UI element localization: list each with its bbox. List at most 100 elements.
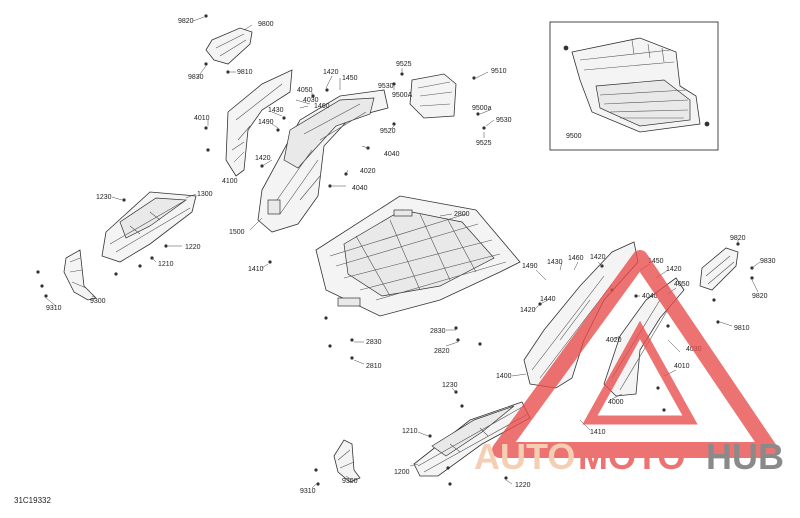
watermark-moto: MOTO xyxy=(578,436,685,477)
left-bracket-9300: 9310 9300 xyxy=(36,249,106,312)
callout-9300: 9300 xyxy=(342,478,358,485)
callout-2830: 2830 xyxy=(366,339,382,346)
callout-1230: 1230 xyxy=(442,382,458,389)
bolt-icon xyxy=(716,320,720,324)
watermark-auto: AUTO xyxy=(474,436,575,477)
bolt-icon xyxy=(392,82,396,86)
bolt-icon xyxy=(328,344,332,348)
bolt-icon xyxy=(350,356,354,360)
callout-9520: 9520 xyxy=(380,128,396,135)
callout-4050: 4050 xyxy=(674,281,690,288)
bracket-9300-body xyxy=(63,249,97,301)
callout-9525: 9525 xyxy=(476,140,492,147)
callout-1230: 1230 xyxy=(96,194,112,201)
callout-1420: 1420 xyxy=(666,266,682,273)
callout-1210: 1210 xyxy=(402,428,418,435)
bolt-icon xyxy=(472,76,476,80)
bolt-icon xyxy=(400,72,404,76)
bracket-9500a: 9525 9530 9500A 9510 9500a 9530 9525 952… xyxy=(378,61,512,147)
bracket-9500a-body xyxy=(409,73,457,119)
callout-1430: 1430 xyxy=(268,107,284,114)
callout-9310: 9310 xyxy=(300,488,316,495)
callout-4050: 4050 xyxy=(297,87,313,94)
callout-4000: 4000 xyxy=(608,399,624,406)
frame-gusset xyxy=(267,199,281,215)
callout-9830: 9830 xyxy=(188,74,204,81)
callout-4020: 4020 xyxy=(360,168,376,175)
callout-1220: 1220 xyxy=(185,244,201,251)
rocker-1200-top xyxy=(431,405,515,457)
callout-2820: 2820 xyxy=(434,348,450,355)
inset-panel-9500: 9500 xyxy=(549,21,719,151)
bolt-icon xyxy=(460,404,464,408)
callout-2810: 2810 xyxy=(366,363,382,370)
callout-1460: 1460 xyxy=(568,255,584,262)
callout-9820: 9820 xyxy=(752,293,768,300)
bolt-icon xyxy=(666,324,670,328)
callout-9525: 9525 xyxy=(396,61,412,68)
bolt-icon xyxy=(712,298,716,302)
bolt-icon xyxy=(328,184,332,188)
left-side-frame: 1420 1450 4050 4030 1460 1430 1490 4010 … xyxy=(194,69,400,273)
callout-4100: 4100 xyxy=(222,178,238,185)
callout-4010: 4010 xyxy=(194,115,210,122)
bolt-icon xyxy=(454,326,458,330)
bolt-icon xyxy=(138,264,142,268)
callout-9820: 9820 xyxy=(730,235,746,242)
callout-2830: 2830 xyxy=(430,328,446,335)
callout-1300: 1300 xyxy=(197,191,213,198)
bolt-icon xyxy=(40,284,44,288)
callout-9300: 9300 xyxy=(90,298,106,305)
callout-1420: 1420 xyxy=(255,155,271,162)
callout-1220: 1220 xyxy=(515,482,531,489)
callout-1420: 1420 xyxy=(590,254,606,261)
bolt-icon xyxy=(482,126,486,130)
callout-4020: 4020 xyxy=(606,337,622,344)
callout-1410: 1410 xyxy=(590,429,606,436)
frame-1500 xyxy=(257,89,389,233)
bolt-icon xyxy=(204,14,208,18)
bracket-9800-body xyxy=(205,27,253,65)
bolt-icon xyxy=(122,198,126,202)
frame-1500-upper xyxy=(283,97,375,169)
bolt-icon xyxy=(276,128,280,132)
callout-1420: 1420 xyxy=(323,69,339,76)
bolt-icon xyxy=(656,386,660,390)
callout-9810: 9810 xyxy=(734,325,750,332)
floor-vent xyxy=(393,209,413,217)
callout-1460: 1460 xyxy=(314,103,330,110)
callout-2800: 2800 xyxy=(454,211,470,218)
bracket-9800: 9820 9800 9830 9810 xyxy=(178,14,274,81)
callout-9500A: 9500A xyxy=(392,92,413,99)
bracket-9820-body xyxy=(699,247,739,291)
callout-4010: 4010 xyxy=(674,363,690,370)
inset-cross-member xyxy=(595,79,691,127)
callout-9310: 9310 xyxy=(46,305,62,312)
bolt-icon xyxy=(114,272,118,276)
floor-vent xyxy=(337,297,361,307)
bolt-icon xyxy=(282,116,286,120)
bolt-icon xyxy=(428,434,432,438)
callout-1490: 1490 xyxy=(522,263,538,270)
bolt-icon xyxy=(324,316,328,320)
bolt-icon xyxy=(206,148,210,152)
bolt-icon xyxy=(204,126,208,130)
callout-9830: 9830 xyxy=(760,258,776,265)
callout-4040: 4040 xyxy=(352,185,368,192)
callout-1400: 1400 xyxy=(496,373,512,380)
callout-1440: 1440 xyxy=(540,296,556,303)
watermark-triangle-icon xyxy=(492,250,778,458)
bracket-9300b-body xyxy=(333,439,361,483)
callout-1210: 1210 xyxy=(158,261,174,268)
inset-nut-icon xyxy=(704,121,710,127)
bolt-icon xyxy=(316,482,320,486)
bolt-icon xyxy=(750,276,754,280)
callout-1500: 1500 xyxy=(229,229,245,236)
callout-9820: 9820 xyxy=(178,18,194,25)
inset-nut-icon xyxy=(563,45,569,51)
bolt-icon xyxy=(662,408,666,412)
callout-1200: 1200 xyxy=(394,469,410,476)
callout-4040: 4040 xyxy=(384,151,400,158)
watermark-logo: AUTO MOTO HUB xyxy=(474,250,784,477)
pillar-4100 xyxy=(225,69,293,177)
